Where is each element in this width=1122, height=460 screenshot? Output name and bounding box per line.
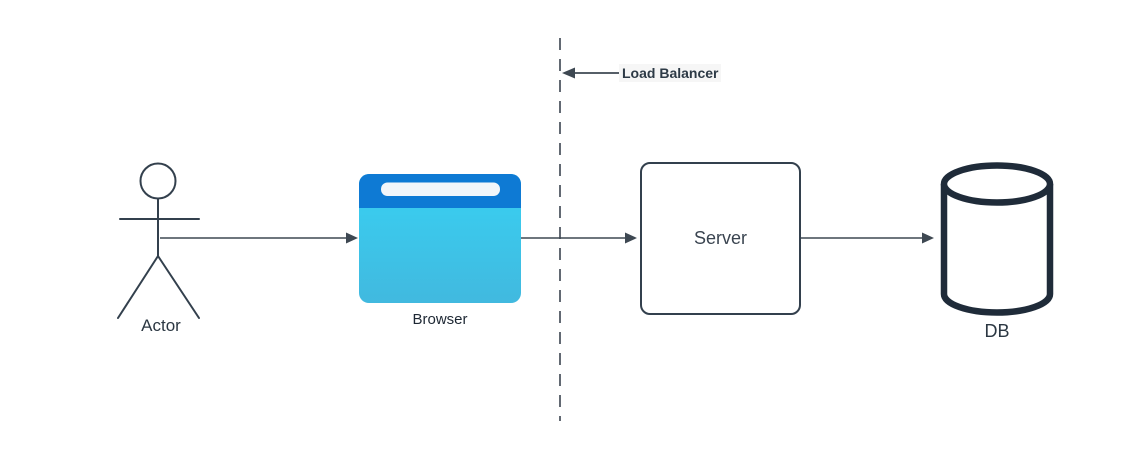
edge-browser-server[interactable] — [521, 232, 637, 244]
load-balancer-callout-arrow[interactable] — [562, 67, 620, 79]
load-balancer-label: Load Balancer — [619, 64, 722, 82]
server-node[interactable] — [640, 162, 801, 315]
db-cylinder-top — [940, 162, 1054, 206]
actor-right-leg — [157, 255, 200, 319]
arrowhead-icon — [625, 232, 637, 244]
db-node[interactable] — [940, 162, 1054, 316]
browser-label: Browser — [412, 311, 468, 328]
arrowhead-icon — [346, 232, 358, 244]
edge-server-db[interactable] — [801, 232, 934, 244]
actor-node[interactable] — [117, 162, 200, 319]
edge-actor-browser[interactable] — [160, 232, 358, 244]
actor-label: Actor — [141, 316, 181, 335]
arrowhead-icon — [922, 232, 934, 244]
browser-node[interactable] — [359, 174, 521, 303]
actor-head — [139, 162, 177, 200]
server-label: Server — [693, 228, 747, 248]
actor-left-leg — [117, 255, 159, 319]
db-label: DB — [984, 321, 1010, 341]
browser-address-bar — [381, 182, 500, 196]
db-cylinder-body — [940, 184, 1054, 316]
